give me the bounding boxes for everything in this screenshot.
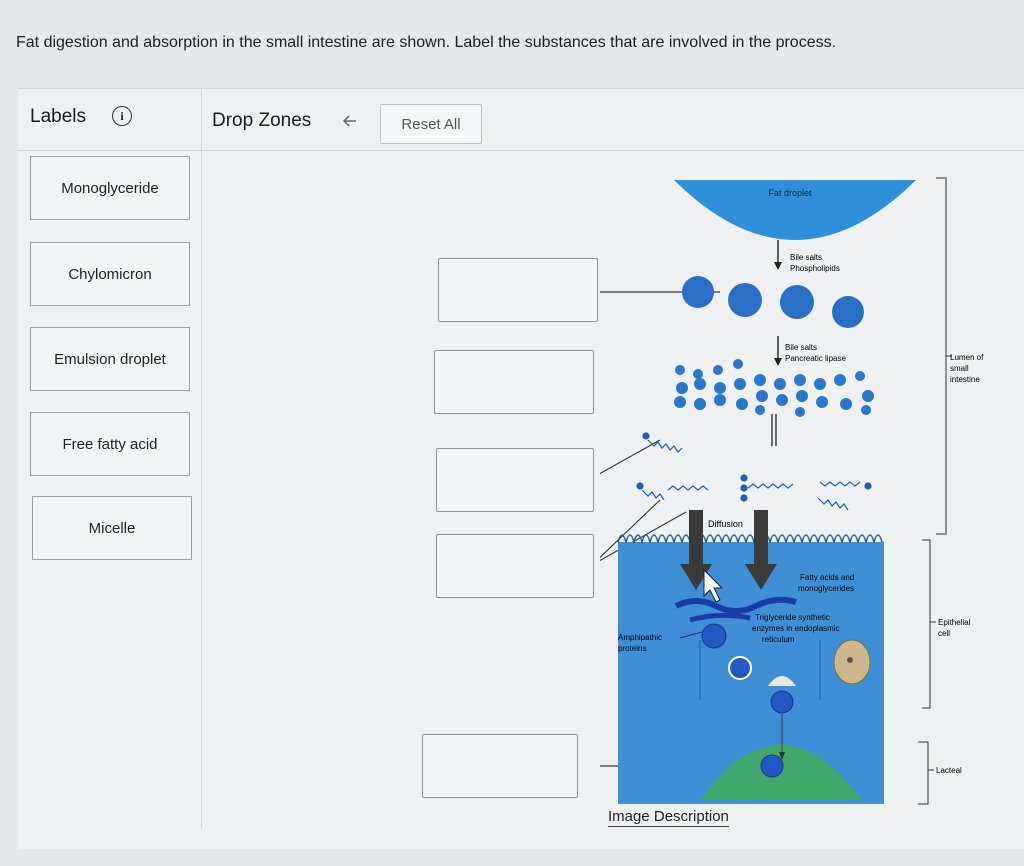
triglyceride-text-3: reticulum: [762, 635, 795, 644]
triglyceride-text-2: enzymes in endoplasmic: [752, 624, 840, 633]
micelle-cluster: [674, 359, 874, 417]
triglyceride-text-1: Triglyceride synthetic: [755, 613, 830, 622]
endoplasmic-reticulum: [674, 596, 797, 614]
image-description-link[interactable]: Image Description: [608, 808, 729, 827]
fat-droplet-text: Fat droplet: [768, 188, 812, 198]
lumen-text-2: small: [950, 364, 969, 373]
leader-line-4b: [600, 511, 687, 562]
chylomicron: [770, 690, 794, 714]
label-card-emulsion-droplet[interactable]: Emulsion droplet: [30, 327, 190, 391]
label-card-chylomicron[interactable]: Chylomicron: [30, 242, 190, 306]
labels-header: Labels: [30, 106, 86, 127]
question-prompt: Fat digestion and absorption in the smal…: [16, 34, 837, 51]
amphipathic-text-2: proteins: [618, 644, 646, 653]
chylomicron: [728, 656, 752, 680]
lumen-text-3: intestine: [950, 375, 980, 384]
lacteal-text: Lacteal: [936, 766, 962, 775]
emulsion-droplet: [682, 276, 714, 308]
drop-zone-3[interactable]: [436, 448, 594, 512]
epithelial-text-2: cell: [938, 629, 950, 638]
fat-digestion-diagram: Fat droplet Bile salts Phospholipids Bil…: [600, 177, 984, 805]
diffusion-text: Diffusion: [708, 519, 743, 529]
free-fatty-acids: [636, 432, 872, 511]
reset-all-button[interactable]: Reset All: [380, 104, 482, 144]
lumen-text-1: Lumen of: [950, 353, 984, 362]
info-icon[interactable]: i: [112, 106, 132, 126]
phospholipids-text: Phospholipids: [790, 264, 840, 273]
undo-icon[interactable]: [342, 114, 358, 128]
drop-zones-header: Drop Zones: [212, 110, 312, 131]
drop-zone-5[interactable]: [422, 734, 578, 798]
emulsion-droplet: [780, 285, 814, 319]
chylomicron: [701, 623, 727, 649]
bile-salts-1: Bile salts: [790, 253, 822, 262]
chylomicron: [760, 754, 784, 778]
labels-column: [18, 88, 202, 828]
label-card-micelle[interactable]: Micelle: [32, 496, 192, 560]
fatty-acids-text-1: Fatty acids and: [800, 573, 854, 582]
drop-zone-2[interactable]: [434, 350, 594, 414]
leader-line-3: [600, 439, 661, 475]
cursor-icon: [703, 568, 724, 603]
microvilli: [617, 534, 883, 545]
leader-line-4a: [600, 499, 661, 559]
fat-droplet-shape: [674, 180, 916, 240]
bile-salts-2: Bile salts: [785, 343, 817, 352]
emulsion-droplet: [728, 283, 762, 317]
amphipathic-text-1: Amphipathic: [618, 633, 662, 642]
fatty-acids-text-2: monoglycerides: [798, 584, 854, 593]
drop-zone-4[interactable]: [436, 534, 594, 598]
epithelial-text-1: Epithelial: [938, 618, 971, 627]
drop-zone-1[interactable]: [438, 258, 598, 322]
label-card-monoglyceride[interactable]: Monoglyceride: [30, 156, 190, 220]
emulsion-droplet: [832, 296, 864, 328]
pancreatic-lipase-text: Pancreatic lipase: [785, 354, 846, 363]
header-divider: [18, 150, 1024, 151]
label-card-free-fatty-acid[interactable]: Free fatty acid: [30, 412, 190, 476]
